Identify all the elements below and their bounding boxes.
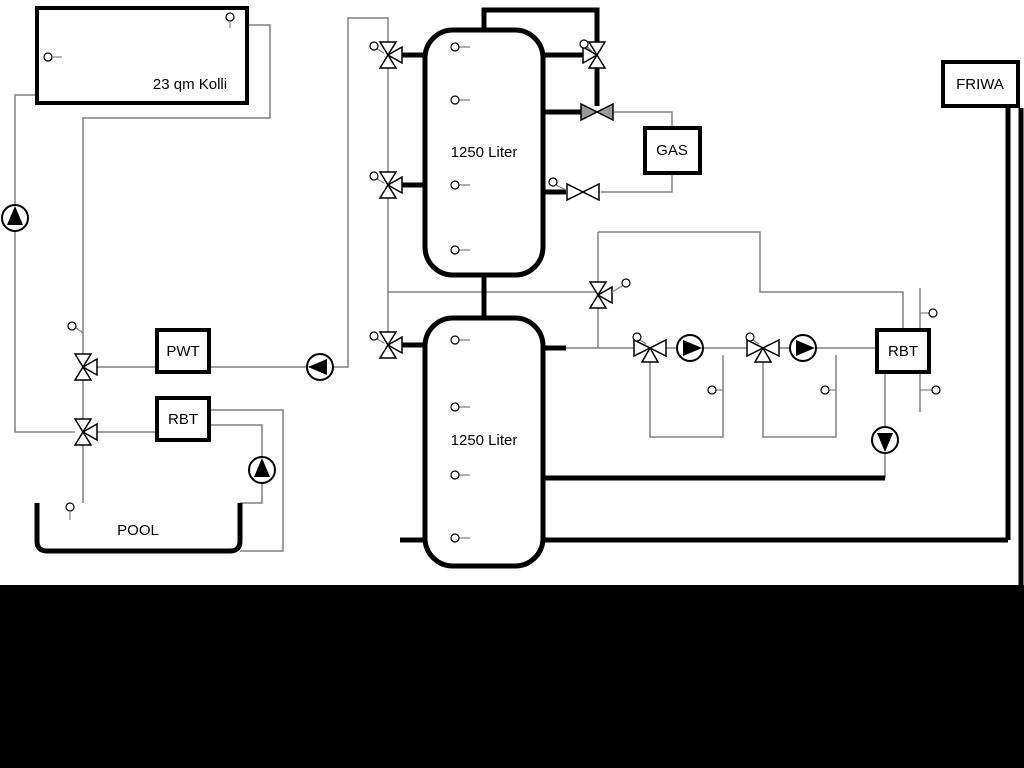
tank1-sensors: [450, 42, 470, 255]
three-way-valve-heating-1-icon: [633, 338, 667, 363]
buffer-tank-2: 1250 Liter: [422, 315, 546, 569]
pool-basin: POOL: [34, 502, 243, 554]
pipe-gas-return: [601, 173, 673, 193]
valve-actuator-icon: [369, 171, 379, 181]
three-way-valve-tank1-top-icon: [378, 41, 403, 69]
pwt-label: PWT: [166, 343, 199, 360]
three-way-valve-tank1-low-icon: [378, 171, 403, 199]
valve-actuator-icon: [548, 177, 558, 187]
heating-pump-1-icon: [676, 334, 704, 362]
sensor-icon: [707, 385, 717, 395]
pool-pump-icon: [248, 456, 276, 484]
three-way-valve-heating-2-icon: [746, 338, 780, 363]
tank-sensor-icon: [450, 42, 460, 52]
tank2-sensors: [450, 335, 470, 543]
pipe-collector-supply: [82, 24, 271, 355]
friwa-station-box: FRIWA: [941, 60, 1020, 108]
buffer-tank-1: 1250 Liter: [422, 27, 546, 278]
tank-sensor-icon: [450, 180, 460, 190]
pool-sensor-icon: [65, 502, 75, 512]
tank-sensor-icon: [450, 402, 460, 412]
rbt-right-label: RBT: [888, 343, 918, 360]
tank2-label: 1250 Liter: [451, 432, 518, 449]
pwt-heat-exchanger-box: PWT: [155, 328, 211, 374]
collector-box: [35, 6, 249, 105]
tank-sensor-icon: [450, 335, 460, 345]
three-way-valve-tank2-top-icon: [378, 331, 403, 359]
valve-actuator-icon: [369, 41, 379, 51]
tank1-label: 1250 Liter: [451, 144, 518, 161]
thin-pipes: [14, 17, 921, 552]
three-way-valve-rbt-icon: [73, 418, 98, 446]
valve-actuator-icon: [745, 332, 755, 342]
tank-sensor-icon: [450, 95, 460, 105]
solar-collector: 23 qm Kolli: [35, 6, 249, 105]
tank1-body: [422, 27, 546, 278]
three-way-valve-top-right-icon: [582, 41, 607, 69]
pwt-pump-icon: [306, 353, 334, 381]
valve-actuator-icon: [579, 39, 589, 49]
friwa-label: FRIWA: [956, 76, 1004, 93]
tank-sensor-icon: [450, 470, 460, 480]
valve-gas-return-icon: [566, 182, 600, 202]
rbt-left-box: RBT: [155, 396, 211, 442]
valve-actuator-icon: [369, 331, 379, 341]
pipe-pool-loop-a: [209, 409, 284, 552]
sensor-icon: [928, 308, 938, 318]
check-valve-icon: [580, 102, 614, 122]
tank-sensor-icon: [450, 533, 460, 543]
pipe-to-rbt-right: [598, 231, 904, 330]
pipe-heating-loop-2: [762, 355, 837, 438]
tank2-body: [422, 315, 546, 569]
thick-pipes: [400, 7, 1024, 585]
rbt-right-box: RBT: [875, 328, 931, 374]
pipe-tank1-top: [481, 7, 600, 43]
pool-label: POOL: [117, 522, 159, 539]
solar-pump-icon: [1, 204, 29, 232]
actuator-sensors: [67, 39, 941, 395]
collector-label: 23 qm Kolli: [153, 76, 227, 93]
gas-boiler-box: GAS: [643, 126, 702, 175]
gas-label: GAS: [656, 142, 688, 159]
pipe-pwt-to-tank-valves: [209, 17, 389, 368]
valve-actuator-icon: [632, 332, 642, 342]
rbt-pump-icon: [871, 426, 899, 454]
valve-actuator-icon: [621, 278, 631, 288]
heating-pump-2-icon: [789, 334, 817, 362]
three-way-valve-pwt-icon: [73, 353, 98, 381]
sensor-icon: [931, 385, 941, 395]
rbt-left-label: RBT: [168, 411, 198, 428]
tank-sensor-icon: [450, 245, 460, 255]
collector-sensor-2-icon: [43, 52, 53, 62]
pool-outline: [34, 503, 243, 554]
pipe-gas-supply: [613, 111, 673, 128]
pipe-collector-return: [14, 94, 75, 433]
three-way-valve-mixing-icon: [588, 281, 613, 309]
pipe-heating-loop-1: [649, 355, 724, 438]
collector-sensor-icon: [225, 12, 235, 22]
sensor-icon: [67, 321, 77, 331]
sensor-icon: [820, 385, 830, 395]
bottom-black-bar: [0, 585, 1024, 768]
